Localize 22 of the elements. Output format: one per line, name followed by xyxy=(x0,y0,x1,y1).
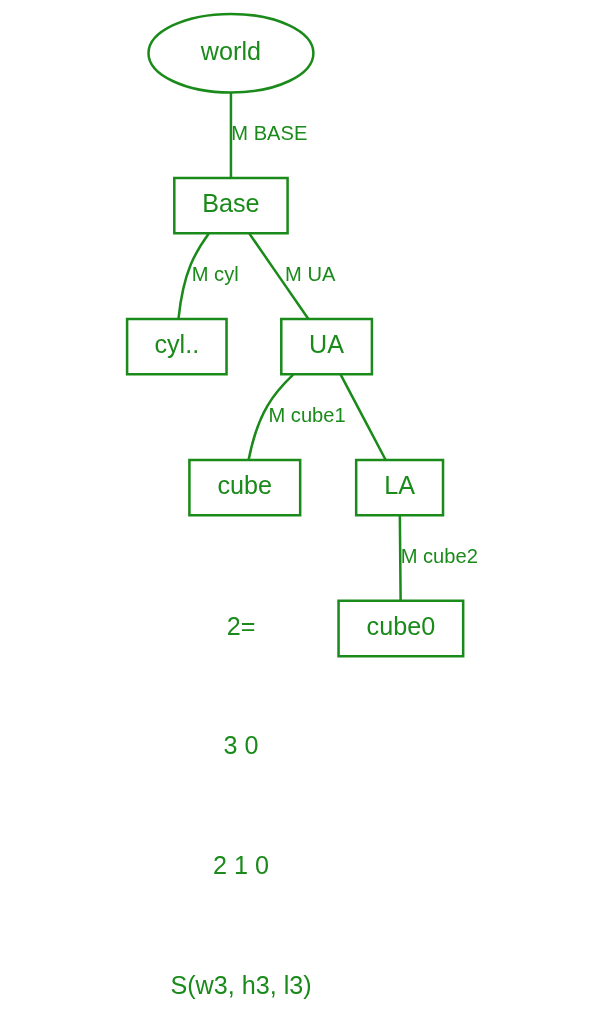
node-box: cyl.. xyxy=(125,317,228,376)
node-box: LA xyxy=(354,458,445,517)
connector xyxy=(248,232,310,319)
connector xyxy=(398,515,402,601)
node-box: UA xyxy=(280,317,374,376)
label: 3 0 xyxy=(223,730,259,759)
connector xyxy=(339,373,387,460)
edge-label: M cube2 xyxy=(400,544,478,567)
node-box: Base xyxy=(173,176,289,235)
connector xyxy=(247,373,295,460)
node-box: cube xyxy=(188,458,302,517)
edge-label: M cyl xyxy=(191,262,239,285)
label: S(w3, h3, l3) xyxy=(170,970,312,999)
label: 2 1 0 xyxy=(213,850,269,879)
node-ellipse: world xyxy=(147,12,315,94)
connector xyxy=(177,232,210,319)
label: 2= xyxy=(226,611,256,640)
edge-label: M UA xyxy=(285,262,336,285)
edge-label: M BASE xyxy=(231,121,308,144)
connector xyxy=(229,92,233,178)
node-box: cube0 xyxy=(337,599,465,657)
edge-label: M cube1 xyxy=(268,403,346,426)
